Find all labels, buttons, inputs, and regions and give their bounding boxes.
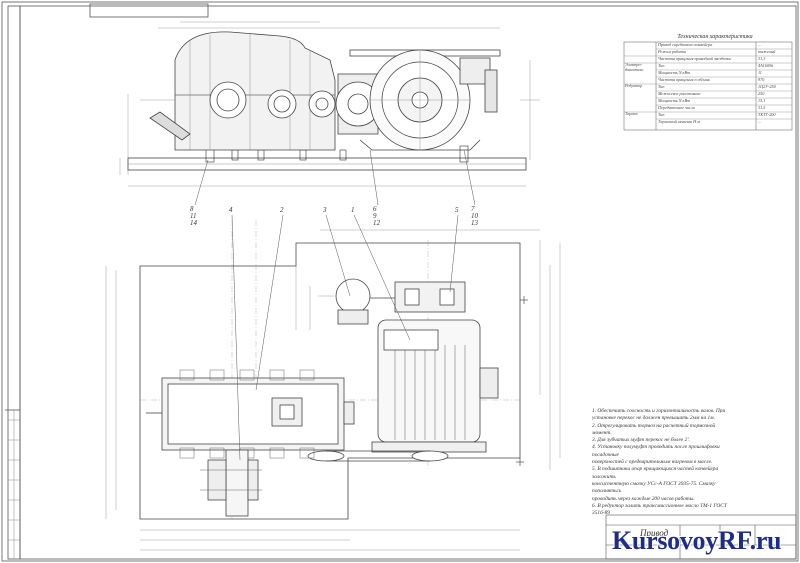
watermark-logo: KursovoyRF.ru — [612, 526, 782, 555]
plan-view — [105, 214, 561, 551]
tech-table-rows — [624, 48, 792, 120]
note-line: 3516-89 — [592, 510, 610, 517]
callout-plan: 5 — [455, 206, 459, 214]
tech-row: Межосевое расстояние 250 — [624, 91, 792, 99]
tech-table-title: Техническая характеристика — [677, 34, 753, 40]
tech-row: Режим работы тяжелый — [624, 49, 792, 57]
tech-param: Мощность N кВт — [658, 98, 691, 103]
tech-param: Межосевое расстояние — [658, 91, 701, 96]
tech-row: Редуктор Тип 1Ц2У-250 — [624, 83, 792, 92]
callout-plan: 3 — [323, 206, 327, 214]
tech-param: Тормозной момент Н·м — [658, 119, 700, 124]
tech-value: тяжелый — [758, 49, 776, 54]
tech-row: Частота вращения n об/мин 970 — [624, 77, 792, 85]
callout-plan: 2 — [280, 206, 284, 214]
drawing-title: Привод — [640, 528, 669, 538]
tech-table-grid — [623, 41, 793, 131]
tech-value: 250 — [758, 91, 765, 96]
tech-row: Тормозной момент Н·м ... — [624, 119, 792, 127]
note-line: заложить — [592, 473, 616, 480]
note-line: 6. В редуктор залить трансмиссионное мас… — [592, 502, 727, 509]
note-line: посадочные — [592, 451, 619, 458]
note-line: проводить через каждые 200 часов работы. — [592, 495, 695, 502]
tech-group: Тормоз — [625, 111, 638, 116]
tech-param: Частота вращения n об/мин — [658, 77, 710, 82]
tech-value: 11 — [758, 70, 762, 75]
tech-row: Мощность N кВт 15,1 — [624, 98, 792, 106]
note-line: 5. В подшипники опор вращающихся частей … — [592, 466, 719, 473]
note-line: 3. Для зубчатых муфт перекос не более 2'… — [592, 437, 690, 444]
tech-value: 31,3 — [758, 56, 766, 61]
tech-param: Частота вращения приводной звездочки — [658, 56, 731, 61]
tech-group: Электро-двигатель — [625, 62, 644, 72]
tech-param: Передаточное число — [658, 105, 695, 110]
elevation-view — [119, 21, 540, 206]
note-line: 2. Отрегулировать тормоз на расчетный то… — [592, 422, 716, 429]
tech-value: ... — [758, 42, 762, 47]
tech-row: Тормоз Тип ТКТГ-200 — [624, 111, 792, 120]
note-line: 4. Установку полумуфт проводить после пр… — [592, 444, 720, 451]
tech-value: 970 — [758, 77, 765, 82]
tech-row: Электро-двигатель Тип 4А160S6 — [624, 62, 792, 72]
note-line: 1. Обеспечить соосность и горизонтальнос… — [592, 408, 726, 414]
tech-param: Привод скребкового конвейера — [658, 42, 713, 47]
tech-value: 15,1 — [758, 98, 766, 103]
tech-value: ТКТГ-200 — [758, 112, 776, 117]
technical-notes: 1. Обеспечить соосность и горизонтальнос… — [592, 408, 797, 517]
tech-param: Тип — [658, 63, 665, 68]
tech-value: 1Ц2У-250 — [758, 84, 776, 89]
callout-elevation: 7 10 13 — [471, 205, 478, 227]
callout-elevation: 6 9 12 — [373, 205, 380, 227]
tech-row: Частота вращения приводной звездочки 31,… — [624, 56, 792, 64]
tech-table: Привод скребкового конвейера ... Режим р… — [624, 42, 792, 130]
note-line: поверхностей с предварительным нагревом … — [592, 459, 713, 466]
callout-plan: 1 — [351, 206, 355, 214]
note-line: установке перекос не должен превышать 2м… — [592, 415, 715, 422]
tech-param: Тип — [658, 112, 665, 117]
tech-param: Мощность N кВт — [658, 70, 691, 75]
tech-param: Режим работы — [658, 49, 687, 54]
tech-row: Передаточное число 31,5 — [624, 105, 792, 113]
tech-value: ... — [758, 119, 762, 124]
tech-value: 31,5 — [758, 105, 766, 110]
tech-row: Мощность N кВт 11 — [624, 70, 792, 78]
note-line: пополнятьсь — [592, 488, 622, 495]
callout-plan: 4 — [229, 206, 233, 214]
note-line: консистентную смазку УСс-А ГОСТ 3935-75.… — [592, 480, 716, 487]
callout-elevation: 8 11 14 — [190, 205, 197, 227]
tech-group: Редуктор — [625, 83, 643, 88]
title-block — [605, 514, 797, 560]
tech-value: 4А160S6 — [758, 63, 774, 68]
tech-param: Тип — [658, 84, 665, 89]
note-line: момент. — [592, 429, 612, 436]
side-stamp — [8, 410, 20, 559]
tech-row: Привод скребкового конвейера ... — [624, 42, 792, 50]
